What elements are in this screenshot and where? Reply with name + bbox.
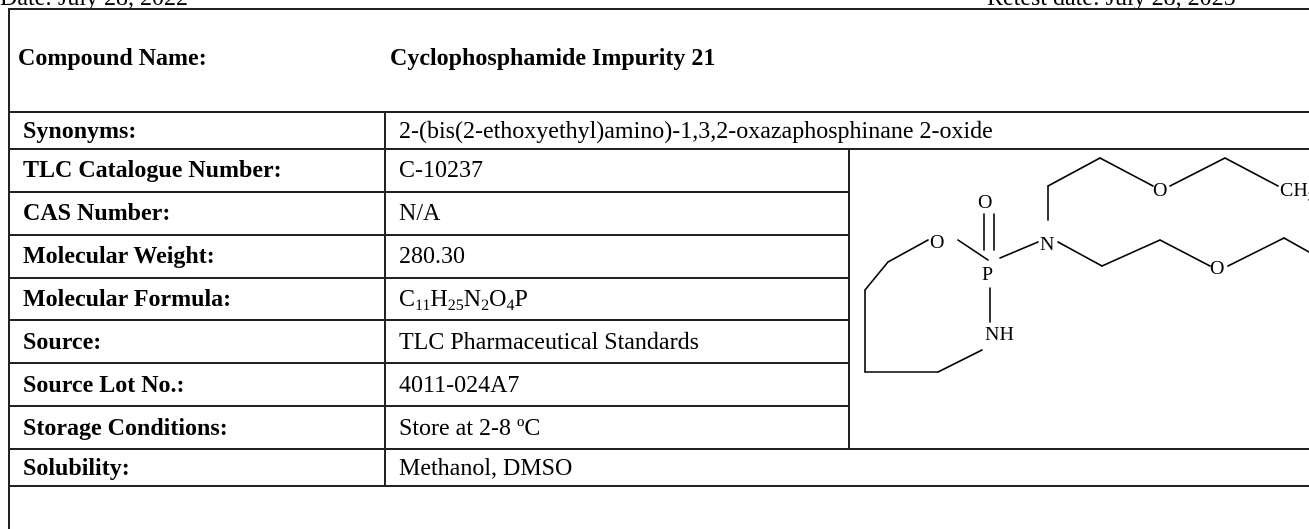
row-label: Source Lot No.: — [9, 363, 385, 406]
chemical-structure: O O P N NH O O CH3 CH3 — [850, 150, 1309, 442]
atom-nh: NH — [985, 323, 1014, 345]
row-label: TLC Catalogue Number: — [9, 149, 385, 192]
atom-o-chain-lower: O — [1210, 257, 1224, 279]
row-label: Molecular Formula: — [9, 278, 385, 321]
table-row: TLC Catalogue Number: C-10237 — [9, 149, 1309, 192]
atom-ch3-upper: CH3 — [1280, 179, 1309, 205]
row-value: 4011-024A7 — [385, 363, 849, 406]
compound-info-table: Synonyms: 2-(bis(2-ethoxyethyl)amino)-1,… — [8, 111, 1309, 487]
row-value: C-10237 — [385, 149, 849, 192]
atom-o-ring: O — [930, 231, 944, 253]
compound-name-value: Cyclophosphamide Impurity 21 — [390, 45, 715, 72]
compound-name-label: Compound Name: — [18, 45, 207, 71]
row-label: Solubility: — [9, 449, 385, 486]
table-row: Solubility: Methanol, DMSO — [9, 449, 1309, 486]
atom-o-chain-upper: O — [1153, 179, 1167, 201]
table-row: Synonyms: 2-(bis(2-ethoxyethyl)amino)-1,… — [9, 112, 1309, 149]
row-value: N/A — [385, 192, 849, 235]
atom-n: N — [1040, 233, 1054, 255]
atom-o-top: O — [978, 191, 992, 213]
row-value: Methanol, DMSO — [385, 449, 1309, 486]
atom-p: P — [982, 263, 993, 285]
row-value: TLC Pharmaceutical Standards — [385, 320, 849, 363]
molecular-formula-value: C11H25N2O4P — [385, 278, 849, 321]
row-label: Molecular Weight: — [9, 235, 385, 278]
compound-name-row: Compound Name: Cyclophosphamide Impurity… — [18, 45, 207, 72]
row-value: Store at 2-8 ºC — [385, 406, 849, 449]
row-label: Synonyms: — [9, 112, 385, 149]
row-value: 2-(bis(2-ethoxyethyl)amino)-1,3,2-oxazap… — [385, 112, 1309, 149]
row-label: Source: — [9, 320, 385, 363]
row-value: 280.30 — [385, 235, 849, 278]
row-label: CAS Number: — [9, 192, 385, 235]
structure-cell: O O P N NH O O CH3 CH3 — [849, 149, 1309, 449]
row-label: Storage Conditions: — [9, 406, 385, 449]
